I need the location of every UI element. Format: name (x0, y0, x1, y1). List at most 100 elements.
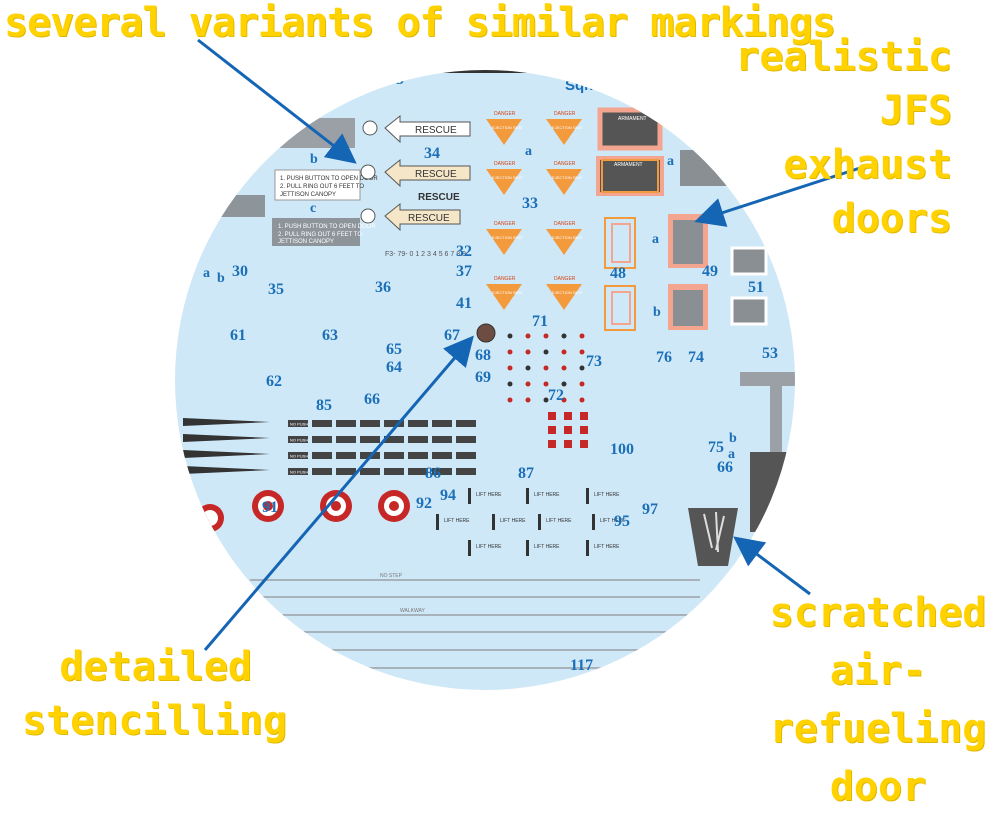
red-dot (579, 397, 585, 403)
no-push-stencil (384, 420, 404, 427)
svg-text:RESCUE: RESCUE (418, 192, 460, 203)
red-dot (543, 349, 549, 355)
decal-number: a (728, 447, 735, 462)
no-push-stencil (360, 420, 380, 427)
callout-stencilling-line: detailed (59, 644, 252, 690)
callout-refueling-line: scratched (769, 590, 987, 636)
no-push-stencil (336, 452, 356, 459)
no-push-stencil (456, 452, 476, 459)
decal-number: c (310, 201, 316, 216)
decal-number: 34 (424, 145, 440, 162)
decal-number: b (310, 152, 318, 167)
red-square (564, 426, 572, 434)
arrow-stencilling (203, 335, 474, 651)
decal-number: 62 (266, 373, 282, 390)
decal-number: a (203, 266, 210, 281)
red-dot (543, 365, 549, 371)
no-push-stencil (432, 436, 452, 443)
decal-number: 94 (440, 487, 456, 504)
red-square (580, 412, 588, 420)
decal-number: 63 (322, 327, 338, 344)
lift-here-stencil: LIFT HERE (526, 488, 560, 504)
grey-placard (205, 195, 265, 217)
arrow-refueling (733, 536, 811, 596)
serial-stencil: F3- 79- 0 1 2 3 4 5 6 7 8 9 (385, 251, 466, 258)
no-push-stencil (432, 452, 452, 459)
svg-text:NO PUSH: NO PUSH (290, 454, 308, 459)
lift-here-stencil: LIFT HERE (468, 540, 502, 556)
red-square (564, 412, 572, 420)
svg-text:RESCUE: RESCUE (408, 213, 450, 224)
rescue-placard-c: 1. PUSH BUTTON TO OPEN DOOR 2. PULL RING… (272, 192, 461, 246)
svg-text:RESCUE: RESCUE (415, 125, 457, 136)
svg-text:2. PULL RING OUT 6 FEET TO: 2. PULL RING OUT 6 FEET TO (278, 232, 362, 238)
red-dot (561, 333, 567, 339)
decal-number: a (667, 154, 674, 169)
svg-text:LIFT HERE: LIFT HERE (600, 518, 626, 524)
lift-here-stencil: LIFT HERE (538, 514, 572, 530)
black-wedges (183, 418, 270, 474)
door-scratches (703, 511, 725, 553)
red-square (580, 440, 588, 448)
red-dot (507, 381, 513, 387)
no-push-stencil (384, 468, 404, 475)
red-square (548, 426, 556, 434)
red-dot (579, 365, 585, 371)
decal-number: 61 (230, 327, 246, 344)
air-refueling-door (688, 508, 738, 566)
red-square (564, 440, 572, 448)
svg-text:LIFT HERE: LIFT HERE (444, 518, 470, 524)
no-push-stencil (312, 468, 332, 475)
lift-here-stencil: LIFT HERE (586, 540, 620, 556)
svg-text:DANGER: DANGER (554, 276, 576, 282)
decal-number: 74 (688, 349, 704, 366)
red-dot (579, 381, 585, 387)
svg-text:LIFT HERE: LIFT HERE (476, 492, 502, 498)
svg-text:NO PUSH: NO PUSH (290, 438, 308, 443)
red-dot (561, 365, 567, 371)
red-dot (561, 349, 567, 355)
svg-text:NO STEP: NO STEP (380, 573, 403, 579)
decal-number: 33 (522, 195, 538, 212)
red-dot (525, 397, 531, 403)
decal-number: 72 (548, 387, 564, 404)
red-dot (543, 397, 549, 403)
svg-text:1. PUSH BUTTON TO OPEN DOOR: 1. PUSH BUTTON TO OPEN DOOR (280, 176, 378, 182)
decal-number: 30 (232, 263, 248, 280)
decal-number: 75 (708, 439, 724, 456)
decal-number: 66 (364, 391, 380, 408)
lift-here-stencils: LIFT HERE LIFT HERE LIFT HERE LIFT HERE LIFT… (436, 488, 626, 556)
red-square (548, 440, 556, 448)
callout-refueling-line: air-refueling (769, 648, 987, 752)
decal-number: b (217, 271, 225, 286)
decal-number: 71 (532, 313, 548, 330)
no-push-stencil (432, 468, 452, 475)
red-dot (525, 381, 531, 387)
brown-marker (476, 323, 496, 343)
decal-number: 69 (475, 369, 491, 386)
svg-text:WALKWAY: WALKWAY (400, 608, 425, 614)
decal-number: 51 (748, 279, 764, 296)
squadron-text: Sqn (565, 77, 593, 94)
decal-number: 41 (456, 295, 472, 312)
svg-text:LIFT HERE: LIFT HERE (534, 544, 560, 550)
red-square (580, 426, 588, 434)
decal-number: 36 (375, 279, 391, 296)
svg-text:LIFT HERE: LIFT HERE (594, 544, 620, 550)
decal-number: 67 (444, 327, 460, 344)
svg-text:2. PULL RING OUT 6 FEET TO: 2. PULL RING OUT 6 FEET TO (280, 184, 364, 190)
svg-text:ARMAMENT: ARMAMENT (618, 116, 647, 122)
decal-number: 95 (614, 513, 630, 530)
red-dot (507, 365, 513, 371)
no-push-stencil (360, 468, 380, 475)
decal-sheet-illustration: Sqn RESCUE 1. PUSH BUTTON TO OPEN DOOR 2… (175, 38, 861, 690)
red-dot (525, 365, 531, 371)
callout-refueling: scratched air-refueling door (758, 584, 998, 816)
callout-jfs-line: doors (831, 196, 952, 242)
svg-text:DANGER: DANGER (494, 221, 516, 227)
svg-text:NO PUSH: NO PUSH (290, 470, 308, 475)
